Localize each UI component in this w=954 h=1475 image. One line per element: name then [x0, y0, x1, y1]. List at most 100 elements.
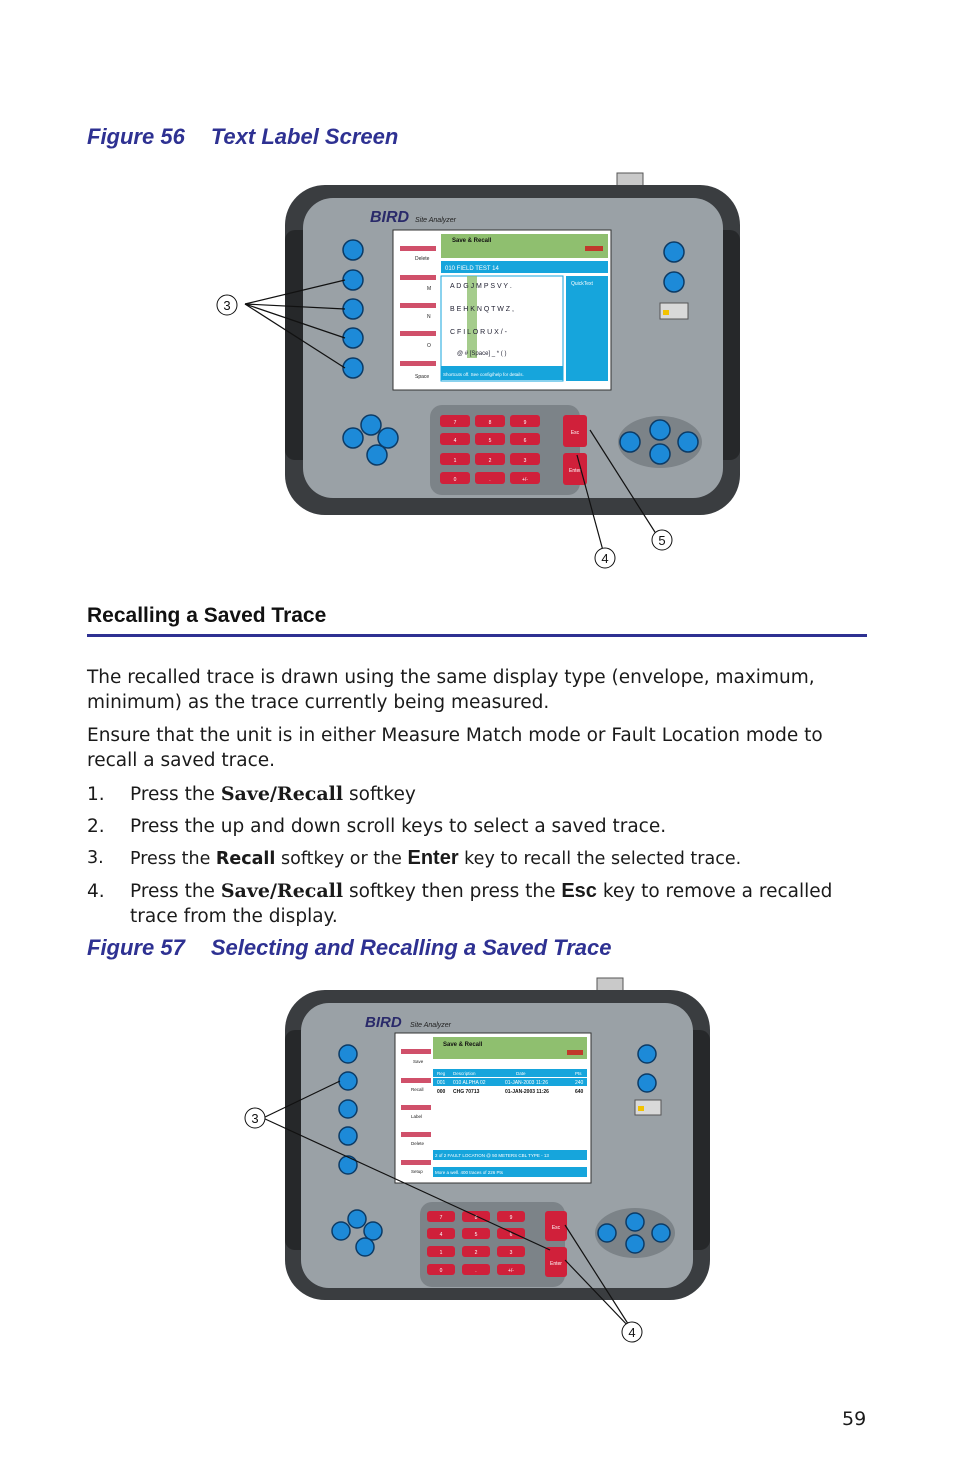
softkey-2-button[interactable]: [338, 1071, 358, 1091]
keyboard-row[interactable]: @ # [Space] _ * ( ): [457, 351, 506, 357]
table-row[interactable]: 000 CHG 70713 01-JAN-2003 11:26 640: [437, 1089, 584, 1095]
enter-key[interactable]: [563, 453, 587, 485]
heading-rule: [87, 634, 867, 637]
enter-key[interactable]: [545, 1247, 567, 1277]
callout-4: 4: [628, 1325, 635, 1340]
contrast-button[interactable]: [637, 1073, 657, 1093]
keyboard-row[interactable]: A D G J M P S V Y .: [450, 283, 512, 290]
svg-text:+/-: +/-: [508, 1268, 514, 1274]
save-recall-key: Save/Recall: [220, 880, 344, 902]
svg-text:7: 7: [454, 420, 457, 426]
keyboard-row[interactable]: B E H K N Q T W Z ,: [450, 306, 514, 313]
svg-text:Save: Save: [413, 1059, 424, 1064]
left-arrow-button[interactable]: [597, 1223, 617, 1243]
svg-text:000: 000: [437, 1089, 446, 1095]
up-arrow-button[interactable]: [649, 419, 671, 441]
esc-key[interactable]: [563, 415, 587, 447]
keyboard-row[interactable]: C F I L O R U X / -: [450, 329, 508, 336]
text-input[interactable]: 010 FIELD TEST 14: [445, 266, 499, 272]
softkey-4-button[interactable]: [338, 1126, 358, 1146]
callout-3: 3: [251, 1111, 258, 1126]
paragraph-1: The recalled trace is drawn using the sa…: [87, 667, 815, 713]
figure-title: Text Label Screen: [210, 124, 399, 149]
step-2: 2.Press the up and down scroll keys to s…: [87, 816, 667, 837]
svg-text:Recall: Recall: [411, 1087, 424, 1092]
recall-key: Recall: [215, 849, 276, 869]
svg-text:Pts: Pts: [575, 1071, 582, 1076]
down-arrow-button[interactable]: [649, 443, 671, 465]
brand-logo: BIRD: [365, 1014, 402, 1031]
brand-logo: BIRD: [370, 209, 410, 226]
softkey-3-button[interactable]: [338, 1099, 358, 1119]
figure-56-device: BIRD Site Analyzer Save & Recall 010 FIE…: [216, 172, 740, 569]
svg-text:Setup: Setup: [411, 1169, 423, 1174]
svg-text:9: 9: [510, 1215, 513, 1221]
softkey-4-button[interactable]: [342, 327, 364, 349]
svg-text:Reg: Reg: [437, 1071, 446, 1076]
screen-title: Save & Recall: [443, 1042, 483, 1048]
info-text: 2 of 2 FAULT LOCATION @ 50 METERS CBL TY…: [435, 1153, 549, 1158]
callout-4: 4: [601, 551, 608, 566]
svg-text:Enter: Enter: [550, 1261, 562, 1267]
status-text: More a well. 400 traces of 226 Pts: [435, 1170, 504, 1175]
down-arrow-button[interactable]: [625, 1234, 645, 1254]
softkey-5-button[interactable]: [342, 357, 364, 379]
softkey-label: N: [427, 314, 431, 320]
step-4: 4.Press the Save/Recall softkey then pre…: [87, 880, 833, 927]
svg-text:8: 8: [489, 420, 492, 426]
svg-text:01-JAN-2003 11:26: 01-JAN-2003 11:26: [505, 1080, 548, 1086]
softkey-label: O: [427, 343, 431, 349]
model-label: Site Analyzer: [415, 217, 457, 224]
quicktext-label: QuickText: [571, 281, 594, 287]
svg-text:640: 640: [575, 1089, 584, 1095]
step-3: 3.Press the Recall softkey or the Enter …: [87, 847, 742, 869]
power-button[interactable]: [637, 1044, 657, 1064]
svg-text:1: 1: [440, 1250, 443, 1256]
page-number: 59: [842, 1408, 867, 1430]
svg-text:Esc: Esc: [552, 1225, 561, 1231]
up-arrow-button[interactable]: [625, 1212, 645, 1232]
left-arrow-button[interactable]: [619, 431, 641, 453]
figure-57-device: BIRD Site Analyzer Save & Recall Reg Des…: [244, 977, 710, 1343]
softkey-label: Space: [415, 374, 429, 380]
save-recall-key: Save/Recall: [220, 783, 344, 805]
svg-text:3: 3: [510, 1250, 513, 1256]
contrast-button[interactable]: [663, 271, 685, 293]
svg-text:5: 5: [475, 1232, 478, 1238]
callout-3: 3: [223, 298, 230, 313]
svg-text:01-JAN-2003 11:26: 01-JAN-2003 11:26: [505, 1089, 549, 1095]
svg-text:+/-: +/-: [522, 477, 528, 483]
step-1: 1.Press the Save/Recall softkey: [87, 783, 416, 805]
table-row-selected[interactable]: [433, 1078, 587, 1086]
svg-text:6: 6: [510, 1232, 513, 1238]
softkey-3-button[interactable]: [342, 298, 364, 320]
esc-key[interactable]: [545, 1211, 567, 1241]
softkey-5-button[interactable]: [338, 1155, 358, 1175]
svg-text:010 ALPHA 02: 010 ALPHA 02: [453, 1080, 486, 1086]
softkey-label: Delete: [415, 256, 430, 262]
svg-text:CHG 70713: CHG 70713: [453, 1089, 480, 1095]
power-button[interactable]: [663, 241, 685, 263]
right-arrow-button[interactable]: [651, 1223, 671, 1243]
svg-text:.: .: [475, 1268, 476, 1274]
svg-text:0: 0: [454, 477, 457, 483]
svg-text:3: 3: [524, 458, 527, 464]
right-arrow-button[interactable]: [677, 431, 699, 453]
softkey-1-button[interactable]: [338, 1044, 358, 1064]
screen-title: Save & Recall: [452, 238, 492, 244]
steps-list: 1.Press the Save/Recall softkey 2.Press …: [87, 782, 877, 936]
figure-title: Selecting and Recalling a Saved Trace: [210, 935, 612, 960]
svg-text:240: 240: [575, 1080, 584, 1086]
svg-text:Esc: Esc: [571, 430, 580, 436]
svg-text:Delete: Delete: [411, 1141, 425, 1146]
softkey-label: M: [427, 286, 431, 292]
enter-key-label: Enter: [407, 847, 459, 869]
softkey-2-button[interactable]: [342, 269, 364, 291]
paragraph-2: Ensure that the unit is in either Measur…: [87, 725, 823, 771]
svg-text:Description: Description: [453, 1071, 476, 1076]
figure-number: Figure 56: [87, 124, 185, 149]
svg-text:Date: Date: [516, 1071, 526, 1076]
softkey-1-button[interactable]: [342, 239, 364, 261]
svg-text:8: 8: [475, 1215, 478, 1221]
